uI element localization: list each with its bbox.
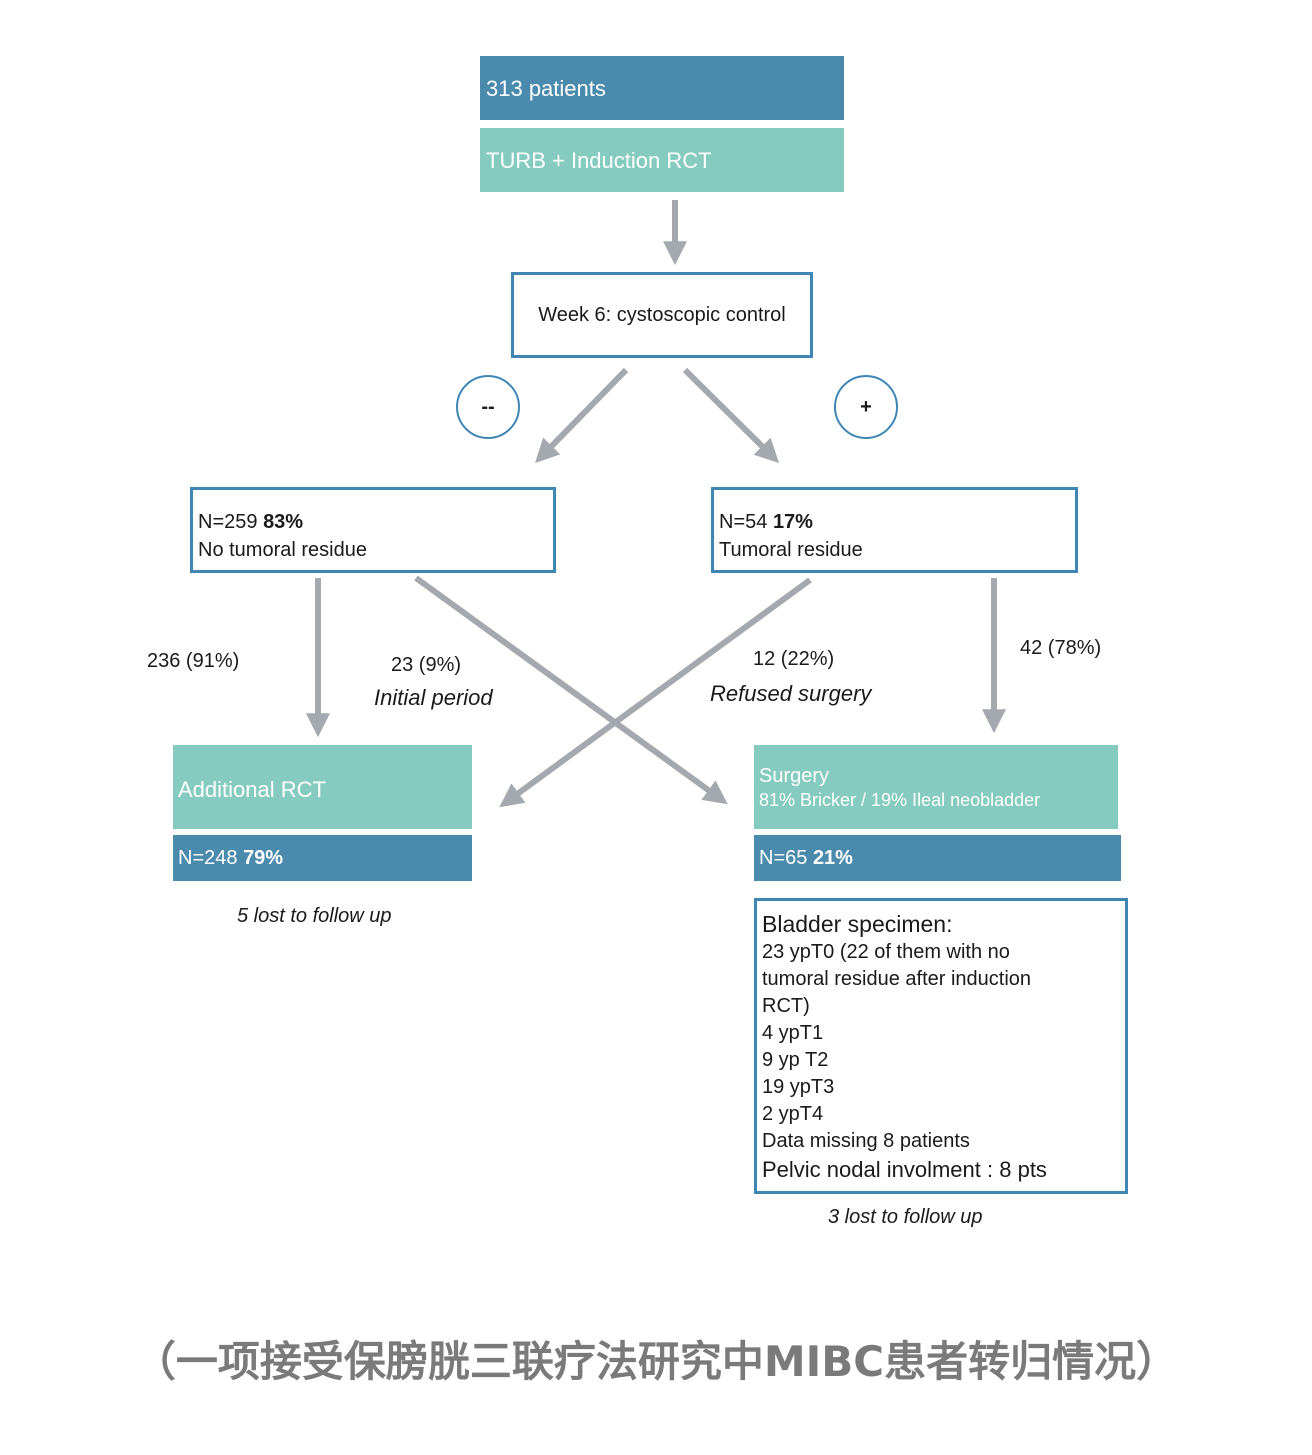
specimen-line: 2 ypT4 xyxy=(762,1103,824,1125)
arrow-left-cross xyxy=(414,575,728,805)
surgery-box: Surgery 81% Bricker / 19% Ileal neobladd… xyxy=(754,745,1118,829)
specimen-line: RCT) xyxy=(762,995,810,1017)
negative-circle: -- xyxy=(456,375,520,439)
specimen-line: 9 yp T2 xyxy=(762,1049,829,1071)
specimen-box: Bladder specimen: 23 ypT0 (22 of them wi… xyxy=(754,898,1128,1194)
no-residue-pct: 83% xyxy=(263,511,304,533)
left-cross-count: 23 (9%) xyxy=(391,654,462,676)
additional-rct-box: Additional RCT xyxy=(173,745,472,829)
positive-sign: + xyxy=(860,395,872,418)
right-down-label: 42 (78%) xyxy=(1020,637,1102,659)
specimen-line: 4 ypT1 xyxy=(762,1022,824,1044)
no-residue-label: No tumoral residue xyxy=(198,539,367,561)
specimen-line: Data missing 8 patients xyxy=(762,1130,970,1152)
surgery-n-box: N=65 21% xyxy=(754,835,1121,881)
arrow-week6-to-positive xyxy=(682,367,780,464)
residue-n: N=54 xyxy=(719,511,768,533)
specimen-line: tumoral residue after induction xyxy=(762,968,1032,990)
specimen-footer: Pelvic nodal involment : 8 pts xyxy=(762,1157,1047,1182)
week6-box: Week 6: cystoscopic control xyxy=(511,272,813,358)
residue-pct: 17% xyxy=(772,511,813,533)
residue-box: N=54 17% Tumoral residue xyxy=(711,487,1078,573)
additional-rct-title: Additional RCT xyxy=(178,777,326,802)
surgery-subtitle: 81% Bricker / 19% Ileal neobladder xyxy=(759,790,1041,810)
rct-lost-label: 5 lost to follow up xyxy=(237,905,392,927)
surgery-n: N=65 xyxy=(759,847,808,869)
induction-box: TURB + Induction RCT xyxy=(480,128,844,192)
no-residue-n: N=259 xyxy=(198,511,258,533)
positive-circle: + xyxy=(834,375,898,439)
additional-rct-pct: 79% xyxy=(243,847,284,869)
surgery-title: Surgery xyxy=(759,765,830,787)
right-cross-count: 12 (22%) xyxy=(753,648,835,670)
residue-label: Tumoral residue xyxy=(719,539,863,561)
left-down-label: 236 (91%) xyxy=(147,650,240,672)
additional-rct-n: N=248 xyxy=(178,847,238,869)
negative-sign: -- xyxy=(481,395,495,418)
additional-rct-n-box: N=248 79% xyxy=(173,835,472,881)
right-cross-reason: Refused surgery xyxy=(710,681,872,706)
specimen-line: 23 ypT0 (22 of them with no xyxy=(762,941,1010,963)
week6-label: Week 6: cystoscopic control xyxy=(538,303,786,326)
surgery-lost-label: 3 lost to follow up xyxy=(828,1206,983,1228)
figure-caption: （一项接受保膀胱三联疗法研究中MIBC患者转归情况） xyxy=(133,1337,1179,1386)
patients-box: 313 patients xyxy=(480,56,844,120)
arrow-right-cross xyxy=(499,577,812,808)
no-residue-box: N=259 83% No tumoral residue xyxy=(190,487,556,573)
surgery-pct: 21% xyxy=(812,847,853,869)
specimen-line: 19 ypT3 xyxy=(762,1076,835,1098)
left-cross-reason: Initial period xyxy=(374,685,493,710)
arrow-week6-to-negative xyxy=(534,367,629,464)
specimen-heading: Bladder specimen: xyxy=(762,911,953,937)
patients-count: 313 patients xyxy=(486,76,606,101)
induction-label: TURB + Induction RCT xyxy=(486,148,712,173)
